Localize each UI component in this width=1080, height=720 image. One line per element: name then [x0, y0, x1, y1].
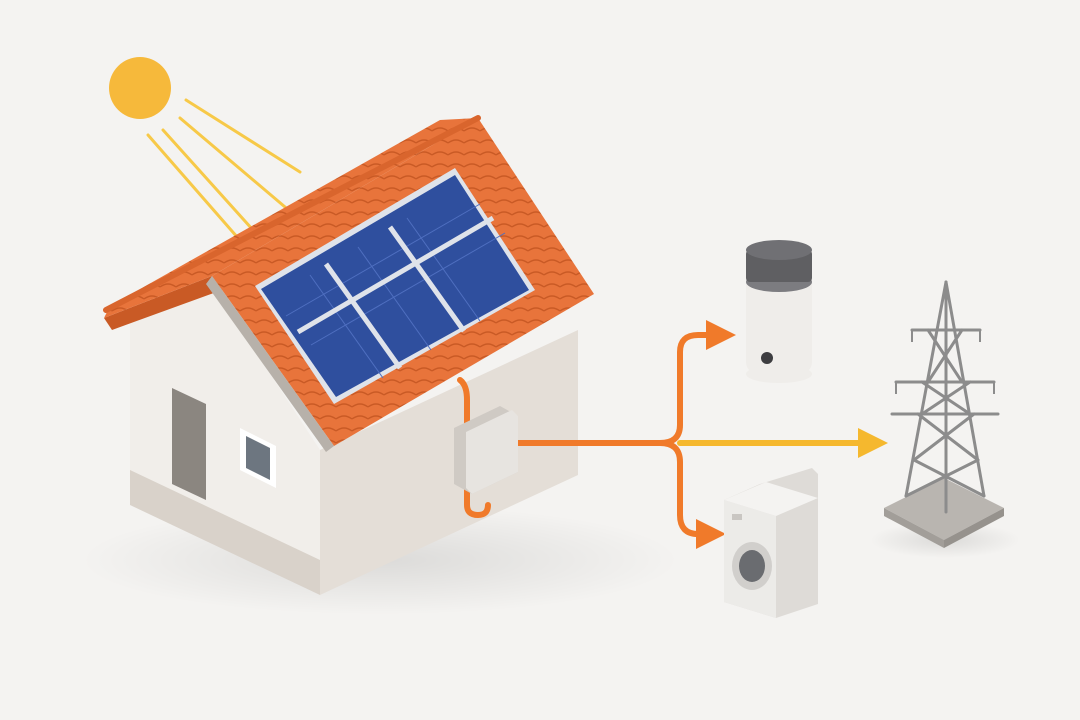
- pylon-lattice: [890, 280, 1000, 514]
- energy-cables: [457, 320, 888, 549]
- roof-eave-front: [104, 276, 222, 330]
- solar-grid-line: [406, 217, 481, 322]
- solar-divider: [296, 215, 495, 335]
- pylon-brace: [912, 458, 986, 498]
- solar-grid-line: [309, 274, 384, 379]
- sun-disc: [109, 57, 171, 119]
- water-heater-bottom: [746, 365, 812, 383]
- washing-machine-icon: [724, 468, 818, 618]
- sun-icon: [109, 57, 302, 242]
- solar-panel-dividers: [296, 215, 495, 370]
- solar-divider: [387, 225, 467, 333]
- sun-ray: [178, 116, 300, 220]
- water-heater-icon: [746, 240, 812, 383]
- water-heater-cap-top: [746, 240, 812, 260]
- solar-divider: [323, 262, 403, 370]
- solar-grid-line: [310, 232, 506, 346]
- house-window-glass: [246, 436, 270, 480]
- pylon-brace: [926, 328, 964, 384]
- pylon-brace: [916, 412, 980, 462]
- solar-panel-icon: [255, 168, 535, 404]
- pylon-brace: [904, 458, 980, 498]
- washer-panel: [732, 514, 742, 520]
- inverter-to-washing-machine-arrow: [657, 440, 726, 549]
- solar-grid-line: [285, 203, 481, 317]
- sun-ray: [146, 133, 240, 240]
- inverter-front: [466, 410, 518, 494]
- inverter-icon: [454, 406, 518, 494]
- pylon-brace: [912, 412, 976, 462]
- pylon-base-left: [884, 508, 944, 548]
- sun-ray: [161, 128, 264, 242]
- pylon-brace: [920, 380, 972, 416]
- house-door: [172, 388, 206, 500]
- sun-rays: [146, 98, 302, 242]
- solar-panel-cells: [261, 175, 529, 397]
- power-pylon-icon: [884, 280, 1004, 548]
- pylon-leg: [944, 280, 986, 498]
- sun-ray: [184, 98, 302, 174]
- water-heater-dial: [761, 352, 773, 364]
- house-wall-side: [320, 330, 578, 560]
- roof-edge: [206, 276, 334, 452]
- pylon-base-right: [944, 508, 1004, 548]
- washer-door-glass: [739, 550, 765, 582]
- solar-grid-line: [357, 246, 432, 351]
- solar-panel-grid: [285, 203, 506, 379]
- house-wall-front: [130, 282, 320, 560]
- panel-to-inverter-cable: [457, 377, 491, 518]
- pylon-insulators: [895, 330, 995, 394]
- washer-top: [724, 482, 818, 516]
- pylon-leg: [904, 280, 948, 498]
- roof-ridge: [103, 115, 481, 313]
